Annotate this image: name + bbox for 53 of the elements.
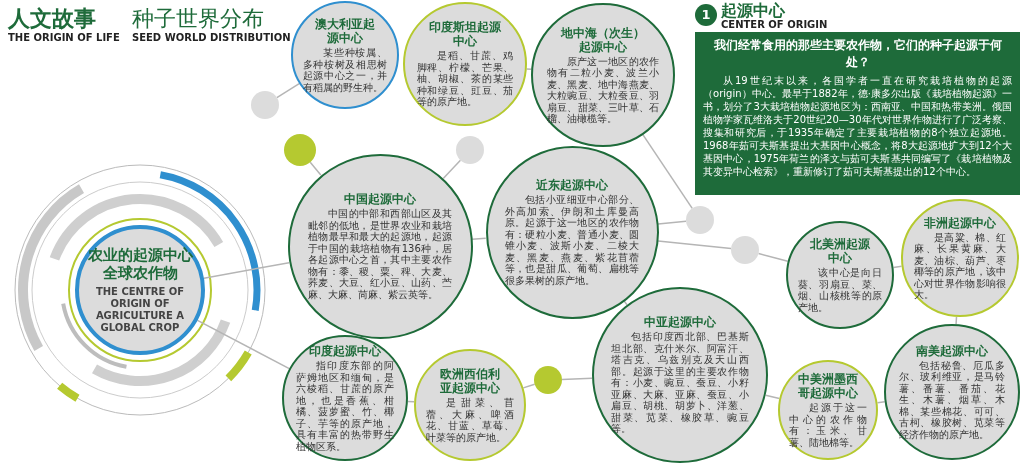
circle-marker xyxy=(251,91,279,119)
circle-text: 包括印度西北部、巴基斯坦北部、克什米尔、阿富汗、塔吉克、乌兹别克及天山西部。起源于这里的主要农作物有：小麦、豌豆、蚕豆、小籽亚麻、大麻、亚麻、蚕豆、小扁豆、胡桃、胡萝卜、洋葱、甜菜、苋菜、橡胶草、豌豆等。 xyxy=(611,331,749,435)
circle-text: 包括小亚细亚中心部分、外高加索、伊朗和土库曼高原。起源于这一地区的农作物有：硬粒小麦、普通小麦、圆锥小麦、波斯小麦、二棱大麦、黑麦、燕麦、紫花苜蓿等，也是甜瓜、葡萄、扁桃等很多果树的原产地。 xyxy=(504,194,640,286)
circle-heading: 中美洲墨西哥起源中心 xyxy=(797,372,859,400)
circle-text: 该中心是向日葵、羽扇豆、菜、烟、山核桃等的原产地。 xyxy=(797,267,883,313)
circle-heading: 地中海（次生）起源中心 xyxy=(559,25,646,54)
circle-heading: 欧洲西伯利亚起源中心 xyxy=(439,367,501,395)
circle-heading: 印度斯坦起源中心 xyxy=(428,20,502,49)
circle-text: THE CENTRE OF ORIGIN OF AGRICULTURE A GLOBAL CROP xyxy=(94,286,186,334)
connector-line xyxy=(526,68,532,71)
page-subtitle: THE ORIGIN OF LIFE xyxy=(8,32,120,43)
connector-line xyxy=(471,237,487,240)
connector-line xyxy=(642,134,693,210)
circle-text: 是稻、甘蔗、鸡脚稗、柠檬、芒果、柚、胡椒、茶的某些种和绿豆、豇豆、茄等的原产地。 xyxy=(416,50,514,108)
connector-line xyxy=(657,220,687,225)
circle-text: 是甜菜、苜蓿、大麻、啤酒花、甘蓝、草莓、叶菜等的原产地。 xyxy=(426,397,514,443)
connector-line xyxy=(276,82,300,99)
circle-text: 中国的中部和西部山区及其毗邻的低地，是世界农业和栽培植物最早和最大的起源地，起源于中国的栽培植物有136种，居各起源中心之首，其中主要农作物有：黍、稷、粟、稗、大麦、荞麦、大豆、红小豆、山药、苎麻、大麻、苘麻、紫云英等。 xyxy=(307,208,453,300)
connector-line xyxy=(764,394,781,400)
circle-marker xyxy=(284,134,316,166)
circle-heading: 印度起源中心 xyxy=(308,344,382,358)
circle-heading: 中国起源中心 xyxy=(343,192,417,206)
connector-line xyxy=(561,377,593,381)
circle-marker xyxy=(731,236,759,264)
circle-text: 原产这一地区的农作物有二粒小麦、波兰小麦、黑麦、地中海燕麦、大粒豌豆、大粒蚕豆、羽扇豆、甜菜、三叶草、石榴、油橄榄等。 xyxy=(546,55,660,125)
circle-text: 指印度东部的阿萨姆地区和缅甸，是六棱稻、甘蔗的原产地，也是香蕉、柑橘、菠萝蜜、竹、椰子、芋等的原产地，具有丰富的热带野生植物区系。 xyxy=(295,360,395,452)
connector-line xyxy=(203,261,290,280)
circle-marker xyxy=(686,206,714,234)
circle-heading: 农业的起源中心全球农作物 xyxy=(86,246,194,282)
section-heading: 起源中心 xyxy=(721,1,785,20)
circle-heading: 南美起源中心 xyxy=(915,343,989,358)
page-title: 种子世界分布 xyxy=(132,5,264,33)
connector-line xyxy=(196,319,290,370)
circle-text: 某些种桉属、多种桉树及相思树起源中心之一，并有稻属的野生种。 xyxy=(302,47,388,93)
circle-heading: 北美洲起源中心 xyxy=(809,237,871,265)
connector-line xyxy=(623,300,628,306)
connector-line xyxy=(442,159,462,180)
center-circle xyxy=(75,225,205,355)
connector-line xyxy=(309,161,322,176)
intro-panel xyxy=(695,32,1020,195)
connector-line xyxy=(955,316,958,325)
circle-marker xyxy=(534,366,562,394)
connector-line xyxy=(657,240,732,250)
connector-line xyxy=(757,252,789,262)
page-title: 人文故事 xyxy=(8,5,96,33)
panel-heading: 我们经常食用的那些主要农作物，它们的种子起源于何处？ xyxy=(712,37,1003,71)
circle-heading: 近东起源中心 xyxy=(535,178,609,192)
circle-marker xyxy=(456,136,484,164)
number-badge: 1 xyxy=(695,4,717,26)
circle-heading: 中亚起源中心 xyxy=(643,315,717,330)
circle-heading: 非洲起源中心 xyxy=(923,215,997,230)
circle-heading: 澳大利亚起源中心 xyxy=(314,17,376,45)
panel-text: 从19世纪末以来，各国学者一直在研究栽培植物的起源（origin）中心。最早于1882年，德·康多尔出版《栽培植物起源》一书，划分了3大栽培植物起源地区为：西南亚、中国和热带美洲。俄国植物学家瓦维洛夫于20世纪20—30年代对世界作物进行了广泛考察、搜集和研究后，于1935年确定了主要栽培植物的8个独立起源地。1968年茹可夫斯基提出大基因中心概念，将8大起源地扩大到12个大基因中心，1975年荷兰的泽文与茹可夫斯基共同编写了《栽培植物及其变异中心检索》，重新修订了茹可夫斯基提出的12个中心。 xyxy=(703,74,1012,178)
